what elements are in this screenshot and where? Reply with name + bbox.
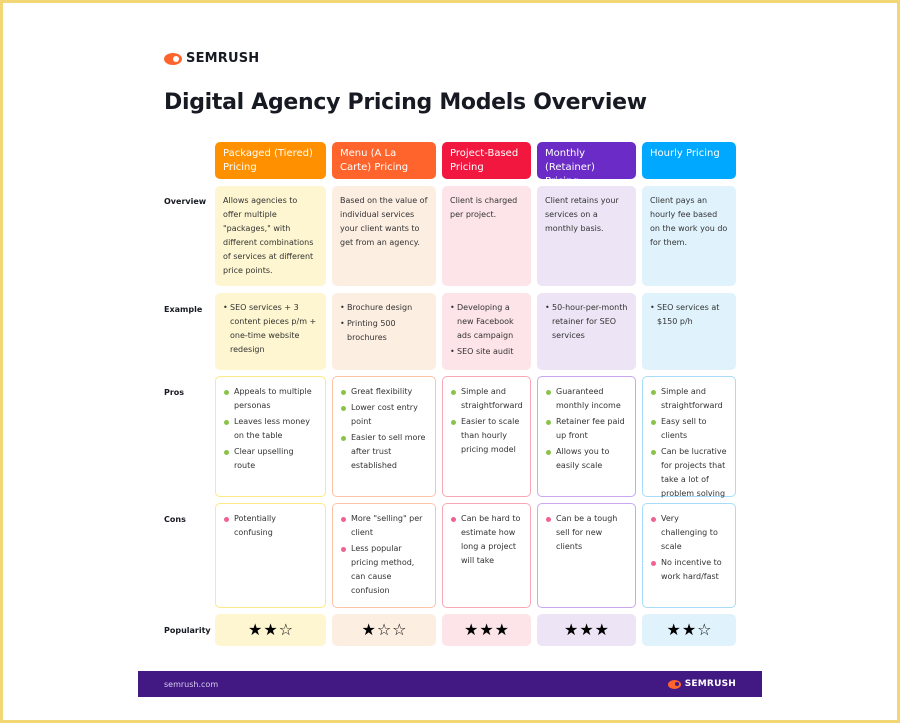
list-item: Can be a tough sell for new clients <box>546 512 627 554</box>
footer: semrush.com SEMRUSH <box>138 671 762 697</box>
example-cell: Developing a new Facebook ads campaignSE… <box>442 293 531 370</box>
row-label: Pros <box>164 388 185 397</box>
star-filled-icon: ★ <box>563 620 579 639</box>
star-filled-icon: ★ <box>463 620 479 639</box>
column-header: Hourly Pricing <box>642 142 736 179</box>
star-filled-icon: ★ <box>247 620 263 639</box>
list-item: Developing a new Facebook ads campaign <box>450 301 523 343</box>
example-cell: Brochure designPrinting 500 brochures <box>332 293 436 370</box>
list-item: Clear upselling route <box>224 445 317 473</box>
list-item: Easier to scale than hourly pricing mode… <box>451 415 522 457</box>
popularity-rating: ★★★ <box>537 614 636 646</box>
list-item: Printing 500 brochures <box>340 317 428 345</box>
popularity-rating: ★★☆ <box>642 614 736 646</box>
list-item: Guaranteed monthly income <box>546 385 627 413</box>
column-header: Packaged (Tiered) Pricing <box>215 142 326 179</box>
star-empty-icon: ☆ <box>278 620 294 639</box>
list-item: SEO services at $150 p/h <box>650 301 728 329</box>
example-cell: SEO services + 3 content pieces p/m + on… <box>215 293 326 370</box>
overview-cell: Client pays an hourly fee based on the w… <box>642 186 736 286</box>
example-cell: SEO services at $150 p/h <box>642 293 736 370</box>
list-item: Great flexibility <box>341 385 427 399</box>
cons-cell: Potentially confusing <box>215 503 326 608</box>
overview-cell: Client is charged per project. <box>442 186 531 286</box>
page-title: Digital Agency Pricing Models Overview <box>164 90 647 115</box>
list-item: Simple and straightforward <box>651 385 727 413</box>
list-item: Can be hard to estimate how long a proje… <box>451 512 522 568</box>
list-item: Easy sell to clients <box>651 415 727 443</box>
footer-url[interactable]: semrush.com <box>164 679 219 689</box>
footer-logo: SEMRUSH <box>667 679 736 689</box>
star-filled-icon: ★ <box>494 620 510 639</box>
flame-icon <box>667 679 681 689</box>
column-header: Menu (A La Carte) Pricing <box>332 142 436 179</box>
star-filled-icon: ★ <box>681 620 697 639</box>
cons-cell: Can be a tough sell for new clients <box>537 503 636 608</box>
list-item: Easier to sell more after trust establis… <box>341 431 427 473</box>
star-empty-icon: ☆ <box>376 620 392 639</box>
list-item: SEO services + 3 content pieces p/m + on… <box>223 301 318 357</box>
list-item: Leaves less money on the table <box>224 415 317 443</box>
overview-cell: Client retains your services on a monthl… <box>537 186 636 286</box>
row-label: Popularity <box>164 626 211 635</box>
star-filled-icon: ★ <box>666 620 681 639</box>
list-item: Less popular pricing method, can cause c… <box>341 542 427 598</box>
row-label: Example <box>164 305 203 314</box>
overview-cell: Based on the value of individual service… <box>332 186 436 286</box>
list-item: Brochure design <box>340 301 428 315</box>
star-filled-icon: ★ <box>594 620 610 639</box>
list-item: Potentially confusing <box>224 512 317 540</box>
popularity-rating: ★★☆ <box>215 614 326 646</box>
list-item: Allows you to easily scale <box>546 445 627 473</box>
row-label: Cons <box>164 515 186 524</box>
list-item: Can be lucrative for projects that take … <box>651 445 727 501</box>
list-item: More "selling" per client <box>341 512 427 540</box>
column-header: Monthly (Retainer) Pricing <box>537 142 636 187</box>
row-label: Overview <box>164 197 207 206</box>
overview-cell: Allows agencies to offer multiple "packa… <box>215 186 326 286</box>
flame-icon <box>164 52 182 65</box>
list-item: Appeals to multiple personas <box>224 385 317 413</box>
semrush-logo: SEMRUSH <box>164 51 259 66</box>
list-item: Lower cost entry point <box>341 401 427 429</box>
star-empty-icon: ☆ <box>392 620 407 639</box>
cons-cell: Can be hard to estimate how long a proje… <box>442 503 531 608</box>
list-item: SEO site audit <box>450 345 523 359</box>
list-item: Simple and straightforward <box>451 385 523 413</box>
star-filled-icon: ★ <box>361 620 376 639</box>
footer-brand: SEMRUSH <box>684 679 736 689</box>
list-item: 50-hour-per-month retainer for SEO servi… <box>545 301 628 343</box>
star-filled-icon: ★ <box>263 620 278 639</box>
list-item: Retainer fee paid up front <box>546 415 627 443</box>
star-filled-icon: ★ <box>479 620 494 639</box>
popularity-rating: ★☆☆ <box>332 614 436 646</box>
list-item: Very challenging to scale <box>651 512 727 554</box>
list-item: No incentive to work hard/fast <box>651 556 727 584</box>
star-filled-icon: ★ <box>579 620 594 639</box>
example-cell: 50-hour-per-month retainer for SEO servi… <box>537 293 636 370</box>
popularity-rating: ★★★ <box>442 614 531 646</box>
star-empty-icon: ☆ <box>697 620 712 639</box>
brand-name: SEMRUSH <box>186 51 260 66</box>
column-header: Project-Based Pricing <box>442 142 531 179</box>
